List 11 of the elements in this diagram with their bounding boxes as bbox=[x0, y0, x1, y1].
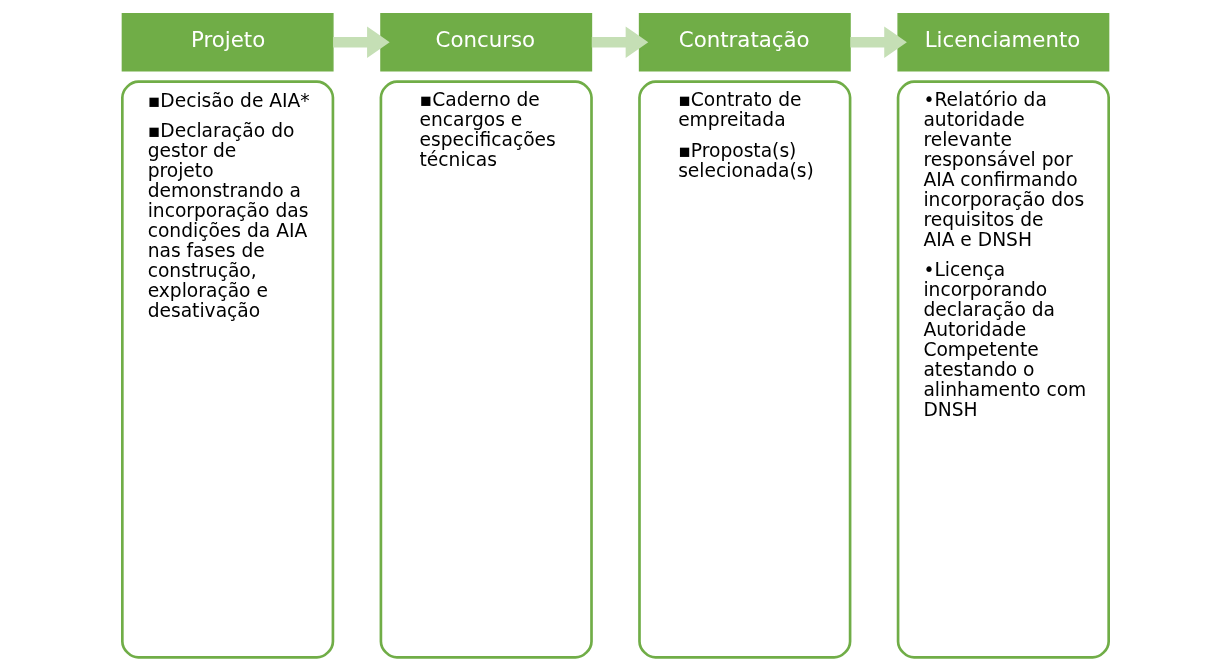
node-box: Licenciamento bbox=[897, 12, 1110, 72]
node-box: ▪Caderno de encargos e especificações técnicas bbox=[379, 80, 593, 659]
arrow bbox=[333, 26, 390, 59]
arrow bbox=[591, 26, 649, 59]
node-box: •Relatório da autoridade relevante responsável por AIA confirmando incorporação dos requisitos de AIA e DNSH •Licença incorporando declaração da Autoridade Competente atestando o alinhamento com DNSH bbox=[896, 80, 1110, 659]
node-box: Projeto bbox=[121, 12, 334, 72]
node-box: ▪Contrato de empreitada ▪Proposta(s) selecionada(s) bbox=[638, 80, 852, 659]
node-box: ▪Decisão de AIA* ▪Declaração do gestor de projeto demonstrando a incorporação das condições da AIA nas fases de construção, exploração e desativação bbox=[121, 80, 335, 659]
node-box: Concurso bbox=[380, 12, 593, 72]
arrow bbox=[850, 26, 907, 59]
node-box: Contratação bbox=[638, 12, 851, 72]
